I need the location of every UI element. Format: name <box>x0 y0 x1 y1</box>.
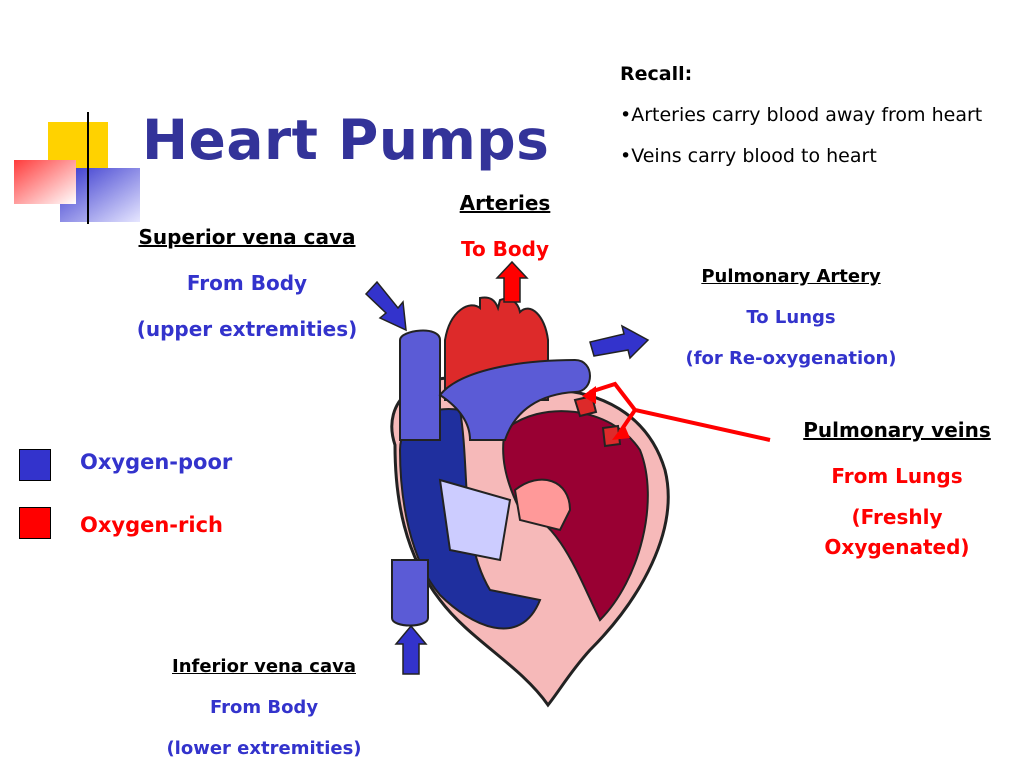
recall-item: •Arteries carry blood away from heart <box>620 104 983 126</box>
pulmonary-veins-label: Pulmonary veins From Lungs (Freshly Oxyg… <box>782 407 1012 562</box>
arrow-pulmonary-artery <box>589 324 650 360</box>
legend-swatch-oxygen-poor <box>19 449 51 481</box>
pulmonary-artery-label: Pulmonary Artery To Lungs (for Re-oxygen… <box>660 256 922 379</box>
pulmonary-veins-bracket <box>589 381 771 442</box>
arteries-label: Arteries To Body <box>440 180 570 272</box>
inferior-vena-cava-label: Inferior vena cava From Body (lower extr… <box>140 646 388 769</box>
superior-vena-cava-sub: From Body <box>186 271 308 295</box>
pulmonary-veins-sub: Oxygenated) <box>824 535 970 559</box>
pulmonary-vein <box>601 424 622 448</box>
superior-vena-cava <box>399 329 441 441</box>
inferior-vena-cava-name: Inferior vena cava <box>172 656 356 677</box>
arteries-name: Arteries <box>459 191 551 215</box>
pulmonary-artery-sub: To Lungs <box>746 307 836 328</box>
recall-heading: Recall: <box>620 63 693 85</box>
pulmonary-veins-name: Pulmonary veins <box>803 418 991 442</box>
superior-vena-cava-sub: (upper extremities) <box>136 317 358 341</box>
red-square <box>14 160 76 204</box>
inferior-vena-cava-sub: From Body <box>209 697 319 718</box>
legend-label-oxygen-rich: Oxygen-rich <box>80 513 223 537</box>
page-title: Heart Pumps <box>142 108 550 172</box>
left-ventricle <box>502 410 649 622</box>
legend-swatch-oxygen-rich <box>19 507 51 539</box>
pulmonary-artery <box>438 358 591 441</box>
arteries-sub: To Body <box>460 237 550 261</box>
pulmonary-veins-sub: From Lungs <box>831 464 963 488</box>
atrium-pink <box>513 478 572 532</box>
superior-vena-cava-label: Superior vena cava From Body (upper extr… <box>112 214 382 352</box>
atrium-light <box>438 478 512 562</box>
arrow-pulmonary-vein-upper <box>582 386 596 404</box>
superior-vena-cava-name: Superior vena cava <box>138 225 356 249</box>
pulmonary-artery-name: Pulmonary Artery <box>701 266 881 287</box>
arrow-inferior-vena-cava <box>394 624 428 675</box>
legend-label-oxygen-poor: Oxygen-poor <box>80 450 233 474</box>
pulmonary-veins-sub: (Freshly <box>851 505 943 529</box>
right-ventricle <box>398 408 542 630</box>
inferior-vena-cava <box>391 559 429 627</box>
recall-box: Recall: •Arteries carry blood away from … <box>620 54 982 177</box>
recall-item: •Veins carry blood to heart <box>620 145 877 167</box>
arrow-pulmonary-vein-lower <box>612 424 630 440</box>
arrow-superior-vena-cava <box>364 280 407 332</box>
inferior-vena-cava-sub: (lower extremities) <box>166 738 362 759</box>
arrow-up-arteries <box>495 260 529 303</box>
pulmonary-artery-sub: (for Re-oxygenation) <box>685 348 897 369</box>
